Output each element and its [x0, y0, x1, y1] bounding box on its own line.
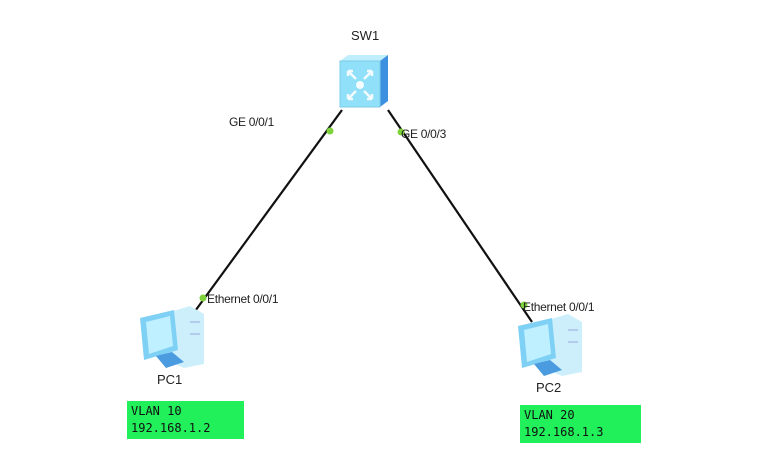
switch-icon[interactable] [339, 55, 388, 108]
port-dot-ge001 [326, 127, 334, 135]
link-sw1-pc2[interactable] [387, 109, 533, 323]
sw1-label: SW1 [351, 28, 380, 43]
port-dot-pc1-eth [199, 294, 207, 302]
port-label-pc2-eth: Ethernet 0/0/1 [523, 300, 595, 314]
port-label-pc1-eth: Ethernet 0/0/1 [207, 292, 279, 306]
pc1-note: VLAN 10 192.168.1.2 [127, 401, 244, 439]
link-sw1-pc1[interactable] [189, 109, 343, 319]
pc2-label: PC2 [536, 380, 562, 395]
port-dot-ge003 [397, 128, 405, 136]
pc1-vlan: VLAN 10 [131, 404, 182, 418]
pc1-ip: 192.168.1.2 [131, 421, 211, 435]
pc1-icon[interactable] [140, 306, 204, 368]
pc2-note: VLAN 20 192.168.1.3 [520, 405, 641, 443]
port-label-ge001: GE 0/0/1 [229, 115, 274, 129]
pc1-label: PC1 [157, 372, 183, 387]
pc2-vlan: VLAN 20 [524, 408, 575, 422]
port-label-ge003: GE 0/0/3 [401, 127, 446, 141]
pc2-icon[interactable] [518, 314, 582, 376]
pc2-ip: 192.168.1.3 [524, 425, 604, 439]
port-dot-pc2-eth [520, 301, 528, 309]
